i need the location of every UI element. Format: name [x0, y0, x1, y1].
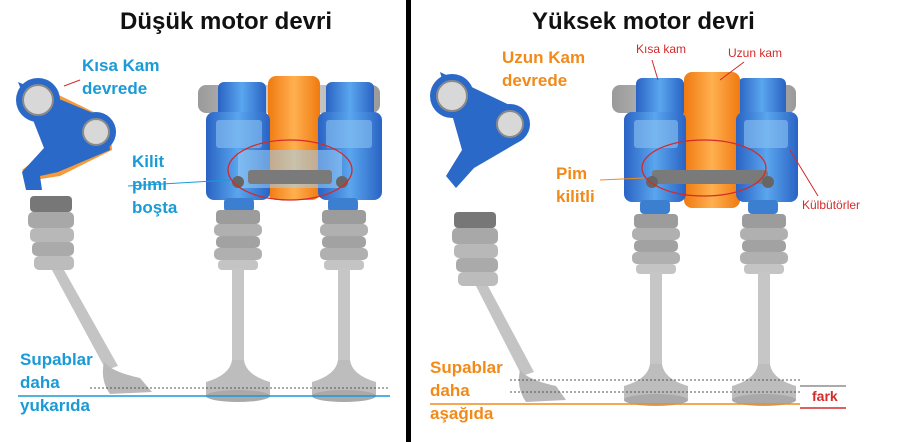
rocker-label: Külbütörler [802, 198, 860, 212]
left-rocker-assembly [198, 76, 382, 212]
left-valve-label: Supablar daha yukarıda [20, 348, 93, 417]
long-cam-label: Uzun kam [728, 46, 782, 60]
left-cam-label: Kısa Kam devrede [82, 54, 159, 100]
panel-divider [406, 0, 411, 442]
right-vertical-valves [624, 214, 796, 406]
left-title: Düşük motor devri [120, 8, 332, 36]
right-valve-label: Supablar daha aşağıda [430, 356, 503, 425]
left-pin-label: Kilit pimi boşta [132, 150, 177, 219]
right-cam-label: Uzun Kam devrede [502, 46, 585, 92]
right-pin-label: Pim kilitli [556, 162, 595, 208]
right-title: Yüksek motor devri [532, 8, 755, 36]
left-vertical-valves [206, 210, 376, 402]
difference-label: fark [812, 388, 838, 404]
right-rocker-assembly [612, 72, 798, 214]
short-cam-label: Kısa kam [636, 42, 686, 56]
